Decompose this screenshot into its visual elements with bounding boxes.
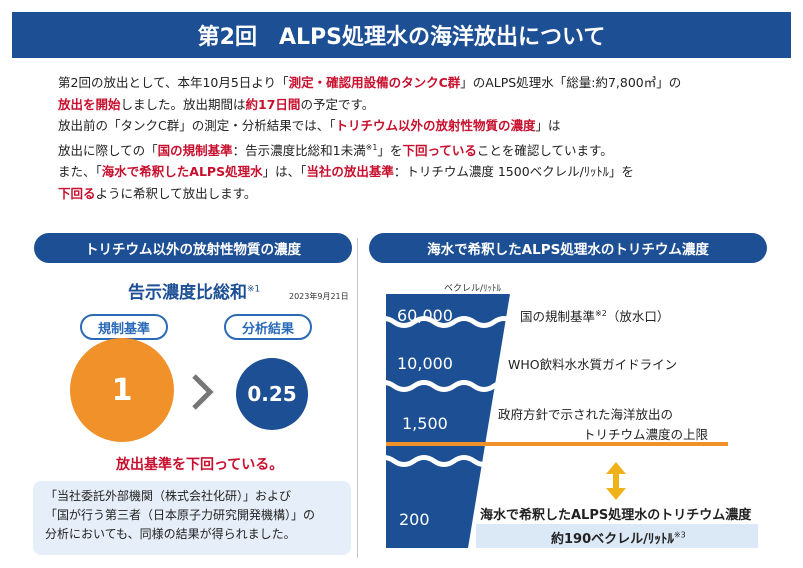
label-policy-line1: 政府方針で示された海洋放出の xyxy=(498,407,674,422)
panel-divider xyxy=(357,238,358,558)
intro-text: 第2回の放出として、本年10月5日より「測定・確認用設備のタンクC群」のALPS… xyxy=(58,75,682,201)
arrow-shaft xyxy=(613,474,619,488)
chevron-right-icon xyxy=(192,374,214,410)
third-party-note: 「当社委託外部機関（株式会社化研）」および 「国が行う第三者（日本原子力研究開発… xyxy=(33,481,351,555)
unit-label: ベクレル/ﾘｯﾄﾙ xyxy=(444,284,502,294)
ratio-title: 告示濃度比総和※1 xyxy=(128,283,261,303)
arrow-down-icon xyxy=(606,488,626,500)
break-mark xyxy=(372,380,516,392)
regulation-tag: 規制基準 xyxy=(80,314,168,340)
break-mark xyxy=(372,455,516,467)
break-mark xyxy=(372,316,516,328)
analysis-date: 2023年9月21日 xyxy=(289,292,349,301)
level-1500: 1,500 xyxy=(402,414,448,433)
level-60000: 60,000 xyxy=(397,306,453,325)
label-policy-line2: トリチウム濃度の上限 xyxy=(583,427,709,442)
label-regulation: 国の規制基準※2（放水口） xyxy=(520,308,670,324)
label-who: WHO飲料水水質ガイドライン xyxy=(508,357,678,372)
right-section-header: 海水で希釈したALPS処理水のトリチウム濃度 xyxy=(369,233,767,263)
result-note: 放出基準を下回っている。 xyxy=(116,457,284,473)
analysis-tag: 分析結果 xyxy=(224,314,312,340)
label-diluted-value: 約190ベクレル/ﾘｯﾄﾙ※3 xyxy=(551,530,686,547)
analysis-value-circle: 0.25 xyxy=(236,358,308,430)
page-title: 第2回 ALPS処理水の海洋放出について xyxy=(12,12,791,58)
scale-wedge xyxy=(386,294,510,548)
label-diluted: 海水で希釈したALPS処理水のトリチウム濃度 xyxy=(480,508,752,523)
diluted-highlight xyxy=(476,524,758,548)
level-200: 200 xyxy=(399,510,430,529)
tritium-scale-graphic xyxy=(372,294,728,548)
regulation-value-circle: 1 xyxy=(70,338,174,442)
level-10000: 10,000 xyxy=(397,354,453,373)
left-section-header: トリチウム以外の放射性物質の濃度 xyxy=(34,233,352,263)
arrow-up-icon xyxy=(606,462,626,474)
